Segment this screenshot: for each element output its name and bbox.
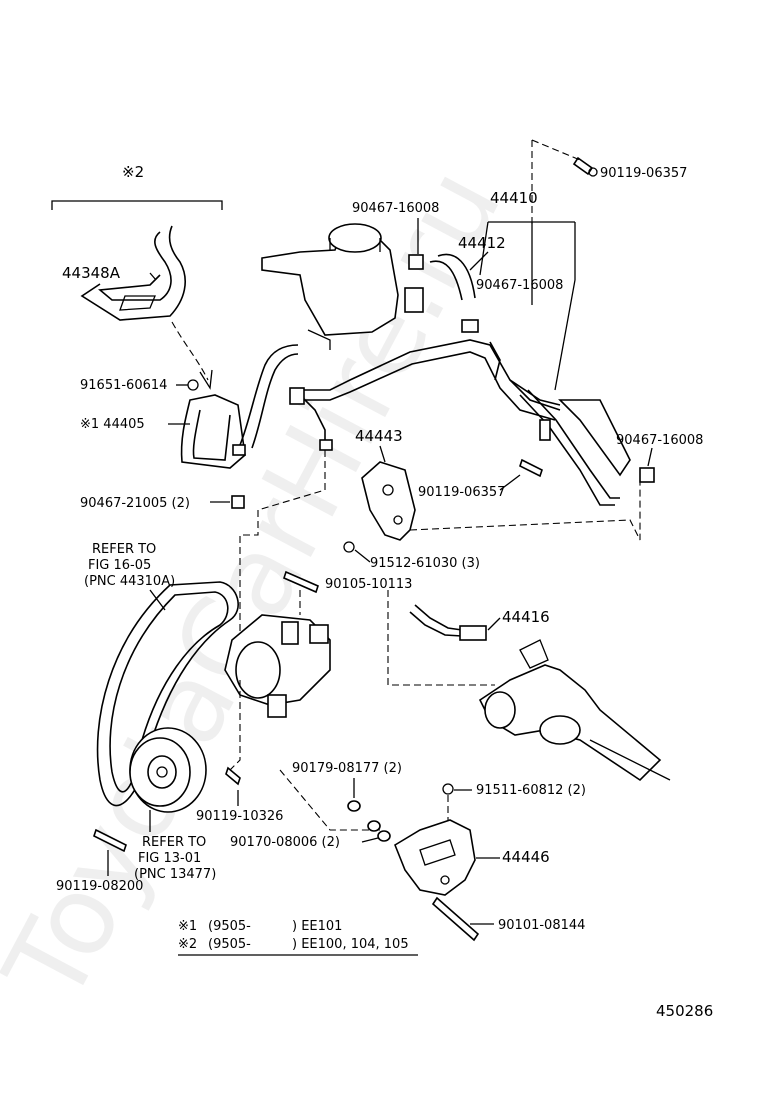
label-90467-16008-right: 90467-16008 <box>616 433 703 448</box>
bolt-90119-top <box>572 156 598 177</box>
clip-90467-right <box>639 467 655 483</box>
label-91651-60614: 91651-60614 <box>80 378 167 393</box>
bolt-90101 <box>431 896 480 942</box>
model-legend: ※1 (9505- ) EE101 ※2 (9505- ) EE100, 104… <box>178 919 418 956</box>
refer-2-line-1: REFER TO <box>142 835 206 850</box>
label-90101-08144: 90101-08144 <box>498 918 585 933</box>
pressure-pipes <box>289 339 631 506</box>
group-bracket: ※2 <box>51 163 223 210</box>
clip-90467-21005 <box>231 495 245 509</box>
refer-2-line-2: FIG 13-01 <box>138 851 201 866</box>
hose-44405 <box>180 344 299 469</box>
bracket-44443 <box>361 461 416 541</box>
power-steering-pump <box>224 614 331 718</box>
legend-row-2-mark: ※2 <box>178 937 197 952</box>
label-91511-60812: 91511-60812 (2) <box>476 783 586 798</box>
label-90119-06357-mid: 90119-06357 <box>418 485 505 500</box>
label-90170-08006: 90170-08006 (2) <box>230 835 340 850</box>
group-note: ※2 <box>122 163 144 181</box>
label-90179-08177: 90179-08177 (2) <box>292 761 402 776</box>
steering-rack <box>478 639 671 782</box>
label-44410: 44410 <box>490 189 538 207</box>
label-44443: 44443 <box>355 427 403 445</box>
label-90467-16008-mid: 90467-16008 <box>476 278 563 293</box>
legend-row-1-mark: ※1 <box>178 919 197 934</box>
label-90467-21005: 90467-21005 (2) <box>80 496 190 511</box>
refer-1-line-2: FIG 16-05 <box>88 558 151 573</box>
crank-pulley <box>129 727 207 813</box>
reservoir <box>261 223 424 350</box>
label-90467-16008-top: 90467-16008 <box>352 201 439 216</box>
legend-row-1-range: (9505- <box>208 919 251 934</box>
legend-row-2-models: ) EE100, 104, 105 <box>292 937 409 952</box>
label-90119-10326: 90119-10326 <box>196 809 283 824</box>
clip-90467-top <box>408 254 424 270</box>
hose-44412 <box>429 260 463 301</box>
hose-44348A <box>80 225 186 321</box>
label-91512-61030: 91512-61030 (3) <box>370 556 480 571</box>
label-44416: 44416 <box>502 608 550 626</box>
refer-2-line-3: (PNC 13477) <box>134 867 216 882</box>
pipe-44416 <box>409 604 487 641</box>
nut-90179 <box>347 800 361 812</box>
label-90119-08200: 90119-08200 <box>56 879 143 894</box>
legend-row-2-range: (9505- <box>208 937 251 952</box>
refer-1-line-3: (PNC 44310A) <box>84 574 175 589</box>
label-44446: 44446 <box>502 848 550 866</box>
label-44405: ※1 44405 <box>80 417 145 432</box>
legend-row-1-models: ) EE101 <box>292 919 342 934</box>
diagram-code: 450286 <box>656 1002 713 1020</box>
label-90119-06357-top: 90119-06357 <box>600 166 687 181</box>
label-90105-10113: 90105-10113 <box>325 577 412 592</box>
label-44348A: 44348A <box>62 264 121 282</box>
bracket-44446 <box>394 819 476 896</box>
label-44412: 44412 <box>458 234 506 252</box>
refer-1-line-1: REFER TO <box>92 542 156 557</box>
